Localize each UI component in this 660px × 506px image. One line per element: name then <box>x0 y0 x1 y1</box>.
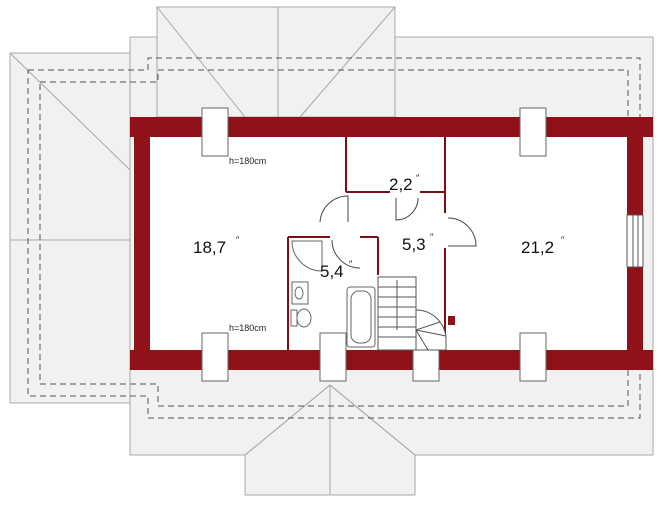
roof-outline <box>9 6 654 496</box>
area-unit-marks: ″ ″ ″ ″ ″ <box>236 173 565 269</box>
svg-text:″: ″ <box>561 235 565 245</box>
room-area-hall: 5,3 <box>402 235 426 254</box>
room-area-small: 2,2 <box>389 175 413 194</box>
chimneys <box>201 107 547 382</box>
staircase <box>377 276 455 351</box>
room-area-bathroom: 5,4 <box>320 262 344 281</box>
room-area-left: 18,7 <box>193 238 226 257</box>
height-note-bottom: h=180cm <box>229 323 266 333</box>
doors <box>319 195 477 269</box>
window-right <box>626 214 644 268</box>
room-area-right: 21,2 <box>521 238 554 257</box>
height-note-top: h=180cm <box>229 156 266 166</box>
svg-text:″: ″ <box>349 259 353 269</box>
bathroom-fixtures <box>290 240 376 348</box>
svg-text:″: ″ <box>236 235 240 245</box>
svg-text:″: ″ <box>430 232 434 242</box>
partitions <box>287 137 446 350</box>
svg-text:″: ″ <box>416 173 420 183</box>
